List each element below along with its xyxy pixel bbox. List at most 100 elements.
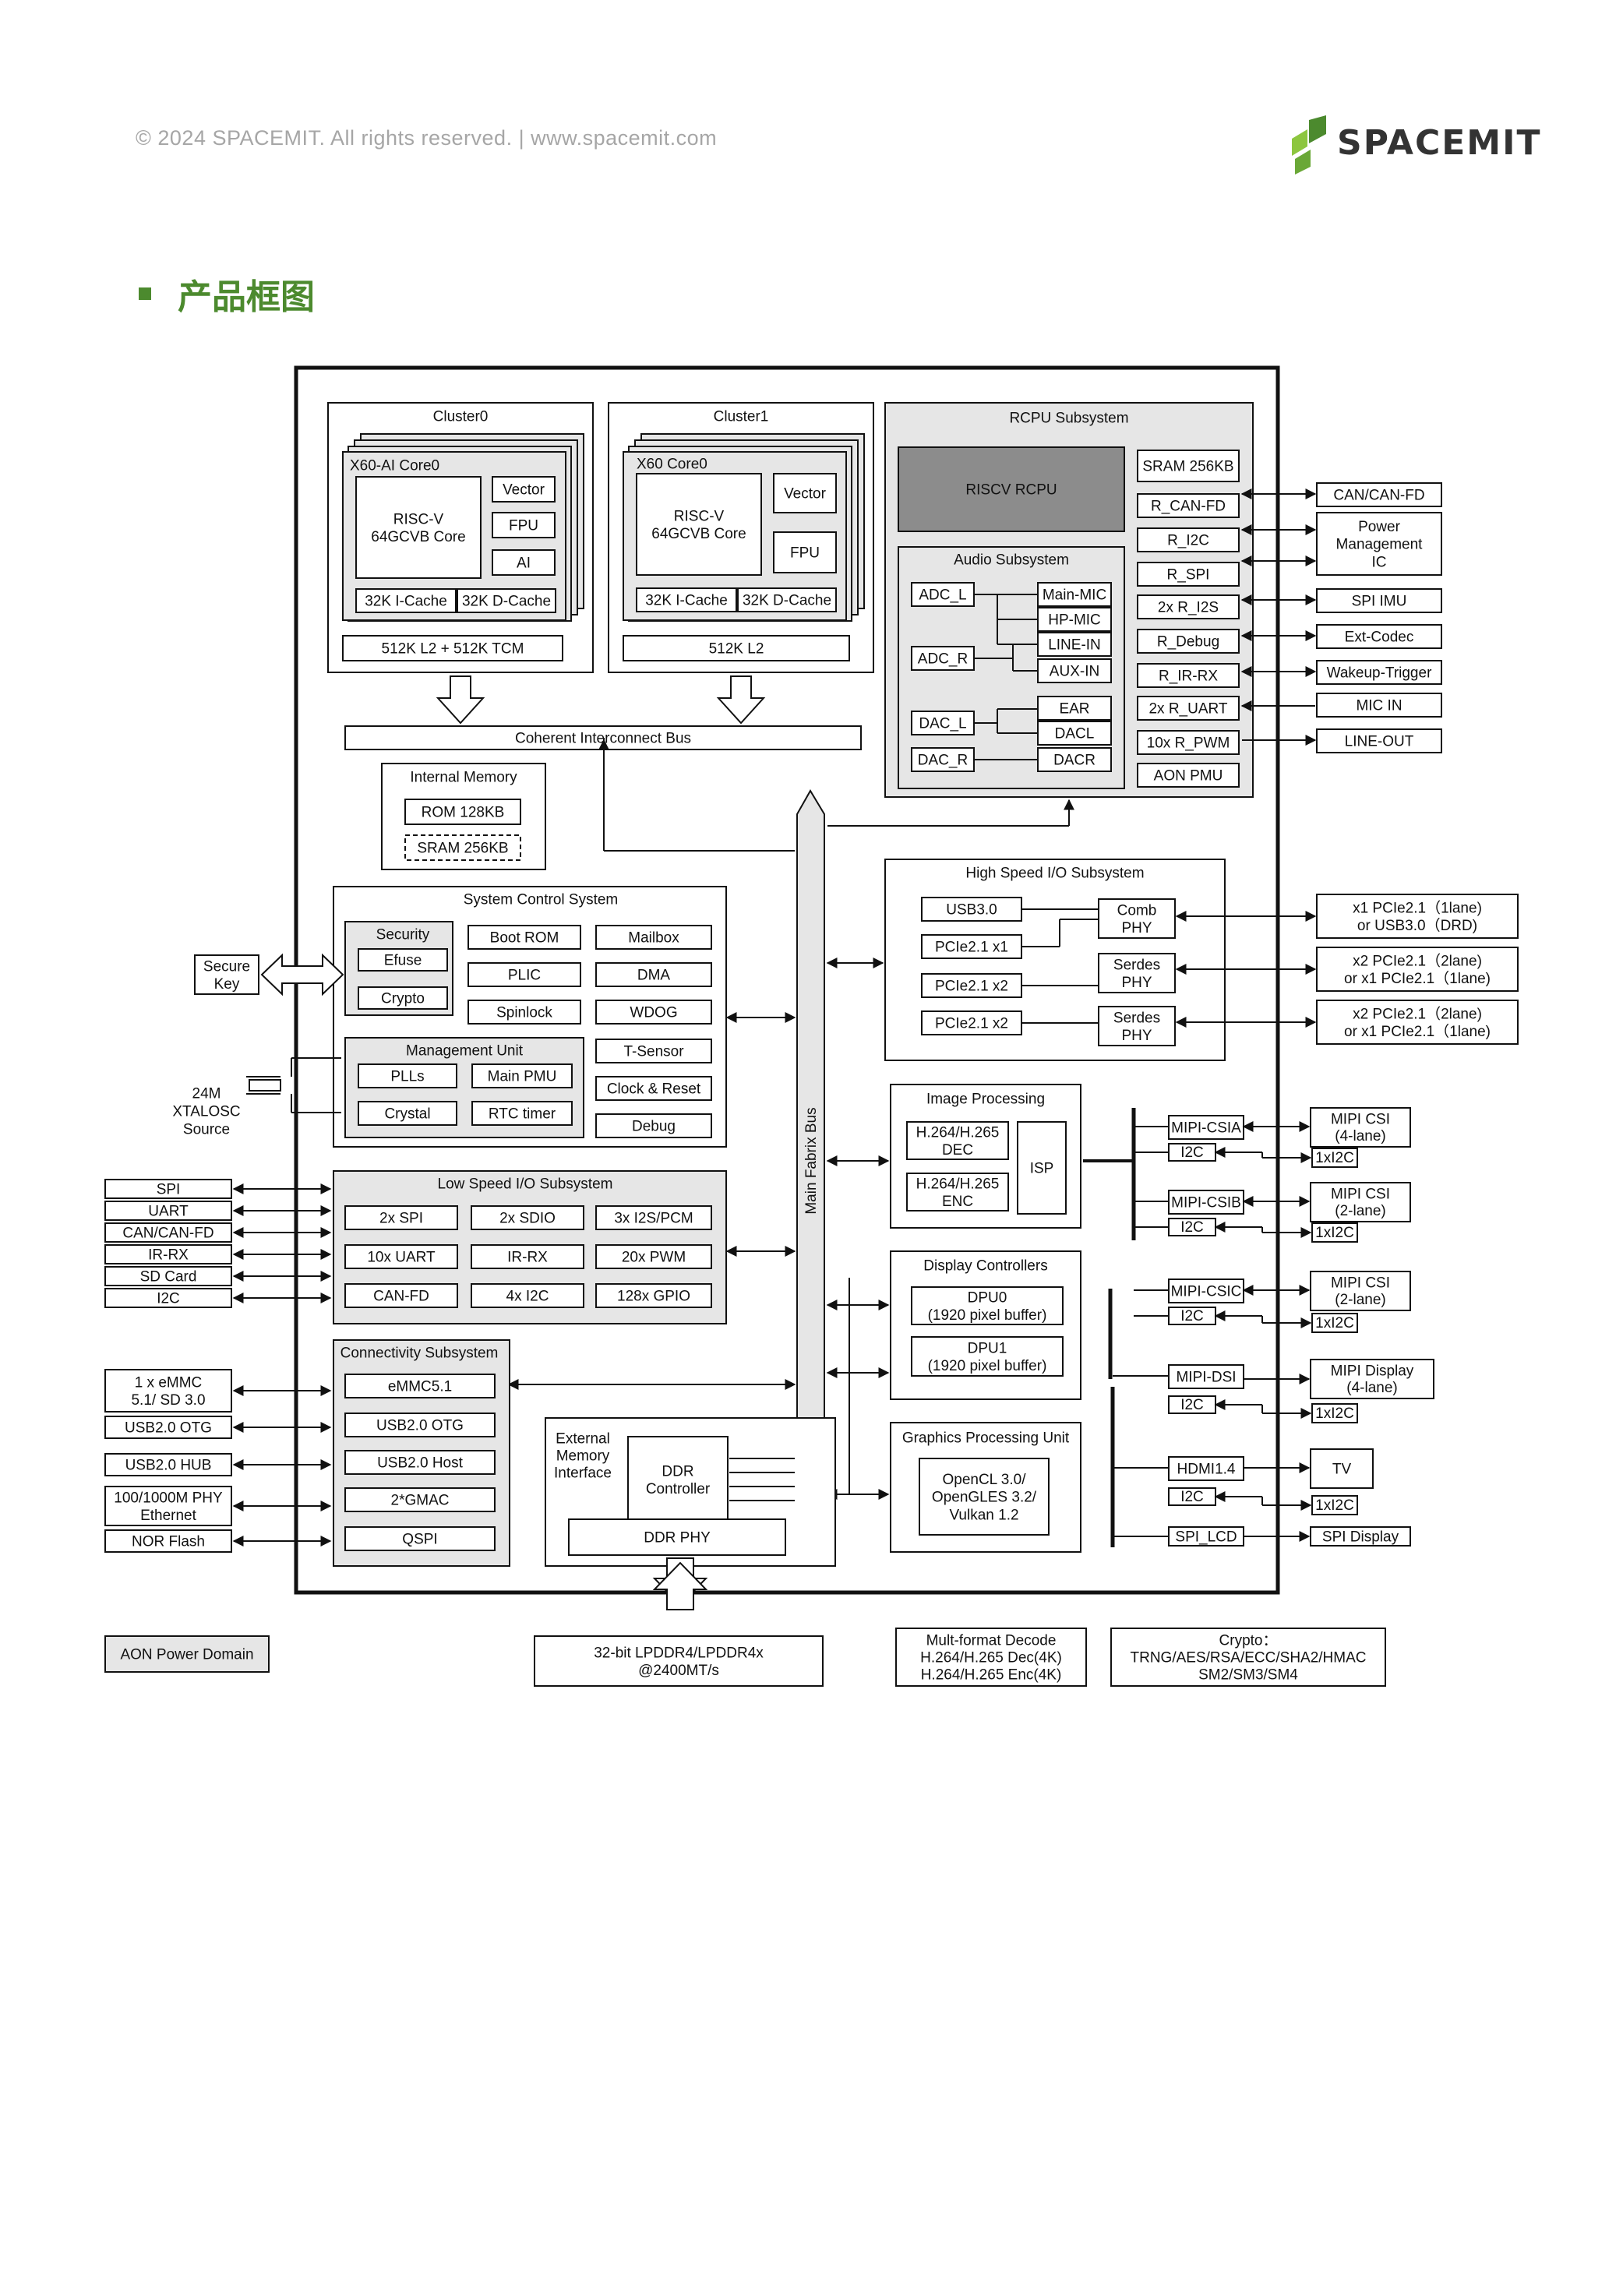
security-title: Security	[376, 927, 430, 943]
dac-r	[911, 747, 975, 772]
rcpu-external-device-label: SPI IMU	[1352, 594, 1407, 610]
cluster0-vector-label: Vector	[503, 482, 545, 499]
pcie-x2-controller-a-label: PCIe2.1 x2	[935, 979, 1008, 995]
rcpu-peripheral-label: 2x R_I2S	[1158, 599, 1219, 615]
low-speed-external-device	[104, 1288, 232, 1308]
adc-r-label: ADC_R	[918, 651, 968, 668]
rcpu-external-device-label: LINE-OUT	[1345, 734, 1414, 750]
connectivity-title: Connectivity Subsystem	[340, 1346, 499, 1362]
bullet-square-icon	[139, 287, 151, 300]
rcpu-peripheral-label: R_SPI	[1167, 566, 1210, 583]
low-speed-peripheral-label: IR-RX	[507, 1250, 548, 1266]
connectivity-peripheral-label: USB2.0 OTG	[376, 1418, 464, 1434]
crypto-label: Crypto	[381, 991, 425, 1007]
ext-i2c-box	[1311, 1403, 1358, 1423]
mailbox-label: Mailbox	[628, 930, 679, 947]
rom-128kb-label: ROM 128KB	[422, 805, 505, 821]
low-speed-external-device-label: IR-RX	[148, 1247, 189, 1264]
section-title-text: 产品框图	[178, 277, 315, 317]
low-speed-external-device	[104, 1222, 232, 1243]
cluster1-icache-label: 32K I-Cache	[645, 592, 728, 608]
clock-reset-label: Clock & Reset	[607, 1081, 701, 1098]
crystal	[358, 1101, 457, 1126]
low-speed-external-device-label: I2C	[157, 1291, 180, 1307]
rcpu-external-device	[1316, 660, 1442, 685]
boot-rom	[467, 925, 581, 950]
spinlock	[467, 1000, 581, 1025]
efuse-label: Efuse	[384, 953, 422, 969]
ext-i2c-box	[1311, 1148, 1358, 1168]
video-encoder	[906, 1173, 1009, 1211]
low-speed-external-device-label: SPI	[157, 1182, 181, 1198]
audio-output	[1037, 721, 1112, 746]
connectivity-external-device	[104, 1416, 232, 1439]
low-speed-peripheral-label: 10x UART	[367, 1250, 436, 1266]
mipi-display-device	[1310, 1359, 1434, 1399]
usb3-controller-label: USB3.0	[946, 902, 997, 919]
rcpu-peripheral-label: 10x R_PWM	[1147, 735, 1230, 751]
connectivity-peripheral	[344, 1374, 496, 1398]
cluster1-dcache-label: 32K D-Cache	[743, 592, 831, 608]
hdmi-port-label: HDMI1.4	[1177, 1461, 1236, 1477]
rcpu-peripheral-label: R_IR-RX	[1159, 668, 1218, 684]
plic-label: PLIC	[508, 968, 541, 984]
rcpu-peripheral	[1137, 527, 1240, 552]
mipi-csi-b-device-label: MIPI CSI(2-lane)	[1331, 1187, 1390, 1220]
riscv-rcpu-label: RISCV RCPU	[965, 482, 1057, 499]
copyright-text: © 2024 SPACEMIT. All rights reserved. | …	[136, 126, 718, 150]
low-speed-peripheral-label: 3x I2S/PCM	[614, 1211, 693, 1227]
rcpu-peripheral-label: 2x R_UART	[1148, 700, 1227, 717]
internal-sram-256kb-label: SRAM 256KB	[417, 841, 508, 857]
high-speed-external-device-label: x2 PCIe2.1（2lane)or x1 PCIe2.1（1lane)	[1344, 952, 1491, 987]
spacemit-logo: SPACEMIT	[1284, 115, 1540, 175]
dpu1-label: DPU1(1920 pixel buffer)	[928, 1340, 1047, 1374]
system-control-title: System Control System	[464, 892, 619, 908]
cluster0-l2	[342, 635, 563, 661]
mipi-csib-i2c-label: I2C	[1180, 1219, 1204, 1236]
cluster0-icache-label: 32K I-Cache	[365, 593, 447, 609]
rcpu-external-device	[1316, 728, 1442, 753]
aon-power-domain-label: AON Power Domain	[120, 1647, 253, 1663]
dpu0-label: DPU0(1920 pixel buffer)	[928, 1289, 1047, 1324]
mipi-csi-b-device	[1310, 1182, 1411, 1222]
isp	[1017, 1121, 1067, 1215]
audio-input-label: AUX-IN	[1050, 663, 1099, 679]
wdog-label: WDOG	[630, 1005, 677, 1021]
mipi-csi-c-device	[1310, 1271, 1411, 1311]
rcpu-peripheral	[1137, 450, 1240, 482]
cluster1-riscv-core	[636, 473, 762, 576]
spi-lcd-port-label: SPI_LCD	[1175, 1529, 1237, 1545]
mipi-csic-port-label: MIPI-CSIC	[1171, 1283, 1242, 1300]
cluster0-dcache-label: 32K D-Cache	[462, 593, 551, 609]
cluster0-dcache	[457, 588, 556, 613]
image-processing-title: Image Processing	[926, 1092, 1045, 1108]
mipi-csi-c-device-label: MIPI CSI(2-lane)	[1331, 1275, 1390, 1309]
cluster1-fpu	[773, 531, 837, 573]
xtal-symbol	[249, 1079, 281, 1092]
rcpu-peripheral	[1137, 730, 1240, 755]
adc-l-label: ADC_L	[919, 587, 966, 604]
mipi-csia-i2c-label: I2C	[1180, 1144, 1204, 1161]
connectivity-peripheral	[344, 1487, 496, 1512]
low-speed-peripheral	[595, 1244, 712, 1269]
low-speed-io-title: Low Speed I/O Subsystem	[438, 1176, 613, 1193]
connectivity-external-device	[104, 1453, 232, 1476]
low-speed-peripheral	[471, 1283, 584, 1308]
connectivity-peripheral-label: eMMC5.1	[388, 1379, 452, 1395]
cluster1-vector	[773, 473, 837, 513]
rcpu-external-device	[1316, 482, 1442, 507]
low-speed-peripheral	[471, 1244, 584, 1269]
gpu-apis	[919, 1458, 1050, 1536]
lpddr-interface	[534, 1635, 824, 1687]
mipi-csi-a-device-label: MIPI CSI(4-lane)	[1331, 1112, 1390, 1145]
ext-i2c-box	[1311, 1313, 1358, 1333]
adc-r	[911, 646, 975, 671]
spinlock-label: Spinlock	[496, 1005, 552, 1021]
mipi-csib-port-label: MIPI-CSIB	[1171, 1194, 1241, 1211]
mipi-csic-i2c-label: I2C	[1180, 1308, 1204, 1324]
